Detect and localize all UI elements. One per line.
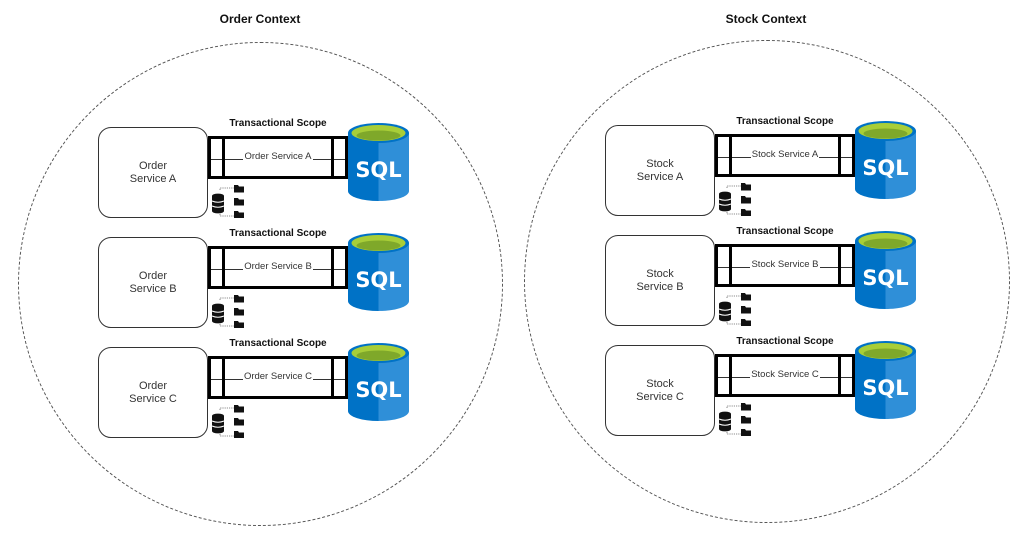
service-box[interactable]: Order Service C [98, 347, 208, 438]
sql-label: SQL [355, 268, 401, 292]
scope-service-text: Order Service B [243, 261, 313, 272]
sql-database-icon[interactable]: SQL [348, 232, 409, 312]
sql-label: SQL [862, 376, 908, 400]
service-name-line2: Service B [636, 280, 684, 293]
database-files-icon [211, 295, 244, 328]
scope-divider [331, 139, 334, 176]
transactional-scope-label: Transactional Scope [229, 118, 327, 129]
database-files-icon [211, 405, 244, 438]
sql-database-icon[interactable]: SQL [348, 342, 409, 422]
service-box[interactable]: Order Service A [98, 127, 208, 218]
scope-divider [331, 359, 334, 396]
scope-divider [222, 249, 225, 286]
database-files-icon [211, 185, 244, 218]
context-boundary-stock [524, 40, 1010, 523]
service-row: Stock Service B Transactional Scope Stoc… [605, 226, 925, 350]
transactional-scope-label: Transactional Scope [736, 226, 834, 237]
service-name-line1: Stock [646, 267, 674, 280]
scope-service-text: Stock Service A [750, 149, 820, 160]
scope-connector-line [334, 379, 345, 380]
service-name-line1: Stock [646, 377, 674, 390]
scope-service-text: Order Service C [242, 371, 314, 382]
sql-label: SQL [862, 156, 908, 180]
scope-connector-line [211, 159, 222, 160]
service-box[interactable]: Stock Service B [605, 235, 715, 326]
scope-connector-line [334, 159, 345, 160]
context-title-stock: Stock Context [725, 12, 807, 26]
scope-connector-line [841, 267, 852, 268]
service-name-line2: Service A [636, 170, 684, 183]
transactional-scope-bar: Order Service A [208, 136, 348, 179]
service-row: Order Service B Transactional Scope Orde… [98, 228, 418, 352]
service-name-line2: Service C [129, 392, 177, 405]
transactional-scope-bar: Stock Service B [715, 244, 855, 287]
transactional-scope-bar: Stock Service C [715, 354, 855, 397]
transactional-scope-bar: Order Service C [208, 356, 348, 399]
scope-divider [222, 139, 225, 176]
sql-label: SQL [355, 158, 401, 182]
scope-divider [222, 359, 225, 396]
scope-connector-line [211, 269, 222, 270]
sql-database-icon[interactable]: SQL [855, 120, 916, 200]
sql-label: SQL [355, 378, 401, 402]
transactional-scope-label: Transactional Scope [736, 116, 834, 127]
scope-divider [729, 357, 732, 394]
scope-divider [838, 247, 841, 284]
service-name-line1: Order [138, 379, 168, 392]
scope-service-text: Stock Service C [750, 369, 820, 380]
service-name-line1: Order [138, 159, 168, 172]
scope-connector-line [211, 379, 222, 380]
service-row: Stock Service C Transactional Scope Stoc… [605, 336, 925, 460]
context-boundary-order [18, 42, 503, 526]
scope-connector-line [841, 157, 852, 158]
scope-service-text: Order Service A [243, 151, 313, 162]
scope-connector-line [718, 157, 729, 158]
sql-label: SQL [862, 266, 908, 290]
database-files-icon [718, 183, 751, 216]
sql-database-icon[interactable]: SQL [855, 230, 916, 310]
service-name-line2: Service B [129, 282, 177, 295]
scope-service-text: Stock Service B [750, 259, 820, 270]
scope-connector-line [718, 267, 729, 268]
service-name-line2: Service A [129, 172, 177, 185]
scope-divider [838, 357, 841, 394]
service-name-line1: Stock [646, 157, 674, 170]
database-files-icon [718, 403, 751, 436]
scope-divider [729, 247, 732, 284]
scope-connector-line [334, 269, 345, 270]
transactional-scope-label: Transactional Scope [736, 336, 834, 347]
transactional-scope-bar: Stock Service A [715, 134, 855, 177]
transactional-scope-label: Transactional Scope [229, 338, 327, 349]
transactional-scope-bar: Order Service B [208, 246, 348, 289]
scope-divider [838, 137, 841, 174]
service-box[interactable]: Stock Service A [605, 125, 715, 216]
service-box[interactable]: Order Service B [98, 237, 208, 328]
service-row: Stock Service A Transactional Scope Stoc… [605, 116, 925, 240]
scope-divider [729, 137, 732, 174]
database-files-icon [718, 293, 751, 326]
service-row: Order Service C Transactional Scope Orde… [98, 338, 418, 462]
sql-database-icon[interactable]: SQL [348, 122, 409, 202]
transactional-scope-label: Transactional Scope [229, 228, 327, 239]
context-title-order: Order Context [219, 12, 301, 26]
service-row: Order Service A Transactional Scope Orde… [98, 118, 418, 242]
service-name-line2: Service C [636, 390, 684, 403]
service-name-line1: Order [138, 269, 168, 282]
scope-connector-line [718, 377, 729, 378]
scope-divider [331, 249, 334, 286]
service-box[interactable]: Stock Service C [605, 345, 715, 436]
sql-database-icon[interactable]: SQL [855, 340, 916, 420]
scope-connector-line [841, 377, 852, 378]
